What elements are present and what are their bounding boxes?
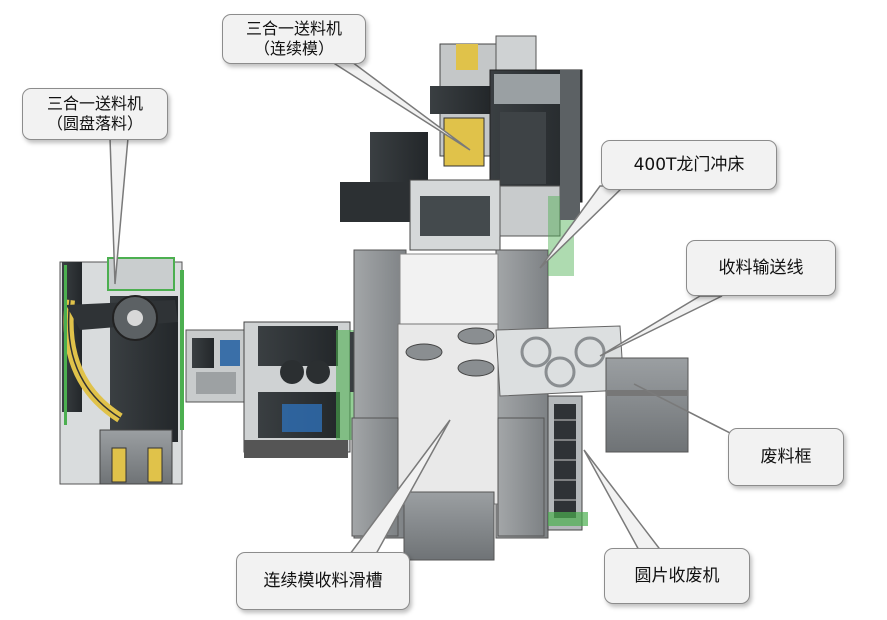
callout-progressive-die-chute-text: 连续模收料滑槽 — [263, 571, 383, 591]
output-conveyor — [495, 325, 625, 397]
disc-scrap-collector — [547, 395, 588, 531]
callout-gantry-press-text: 400T龙门冲床 — [633, 155, 745, 175]
callout-output-conveyor-text: 收料输送线 — [718, 258, 804, 278]
callout-leaders — [109, 61, 741, 555]
straightener-feeder-middle — [185, 321, 386, 458]
callout-disc-scrap-collector-text: 圆片收废机 — [634, 566, 720, 586]
coil-feeder-left — [59, 257, 184, 485]
callout-feeder-progressive-die-line2: （连续模） — [253, 39, 334, 58]
callout-disc-scrap-collector: 圆片收废机 — [604, 548, 750, 604]
callout-scrap-bin-text: 废料框 — [760, 447, 812, 467]
callout-scrap-bin: 废料框 — [728, 428, 844, 486]
callout-progressive-die-chute: 连续模收料滑槽 — [236, 552, 410, 610]
callout-gantry-press: 400T龙门冲床 — [601, 140, 777, 190]
callout-feeder-coil-drop: 三合一送料机 （圆盘落料） — [22, 88, 168, 140]
callout-feeder-progressive-die: 三合一送料机 （连续模） — [222, 14, 366, 64]
callout-feeder-coil-drop-line1: 三合一送料机 — [46, 94, 143, 113]
gantry-press — [340, 35, 583, 561]
callout-feeder-coil-drop-line2: （圆盘落料） — [46, 114, 143, 133]
callout-feeder-progressive-die-line1: 三合一送料机 — [245, 19, 342, 38]
callout-output-conveyor: 收料输送线 — [686, 240, 836, 296]
